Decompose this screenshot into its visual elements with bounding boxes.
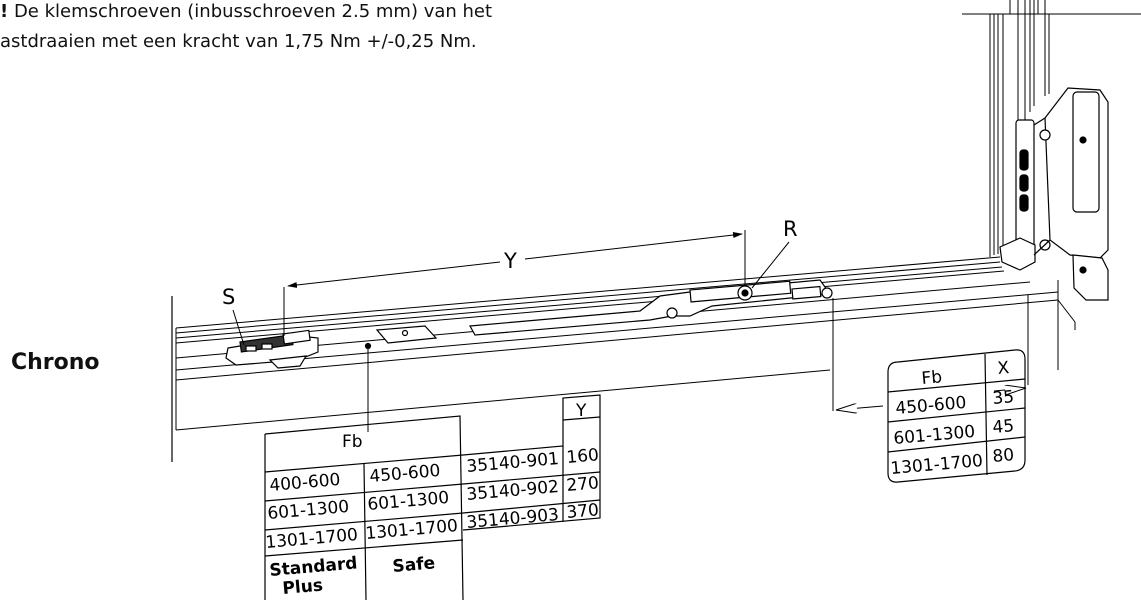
instruction-line-1: ! De klemschroeven (inbusschroeven 2.5 m… bbox=[0, 0, 700, 27]
y-table-cell-part-2: 35140-902 bbox=[466, 477, 560, 505]
x-table-x-header: X bbox=[997, 358, 1011, 379]
y-table-y-header: Y bbox=[575, 401, 587, 421]
callout-r-label: R bbox=[783, 217, 798, 241]
x-table bbox=[887, 349, 1026, 483]
dimension-y-label: Y bbox=[503, 249, 517, 273]
x-table-cell-x-3: 80 bbox=[992, 445, 1015, 467]
warning-mark: ! bbox=[0, 1, 9, 22]
callout-s-leader bbox=[232, 309, 245, 346]
x-table-cell-x-2: 45 bbox=[992, 416, 1015, 438]
frame-profile bbox=[962, 0, 1141, 257]
x-table-fb-header: Fb bbox=[921, 367, 943, 389]
instruction-note: ! De klemschroeven (inbusschroeven 2.5 m… bbox=[0, 0, 700, 57]
hinge bbox=[999, 87, 1109, 301]
instruction-line-2: astdraaien met een kracht van 1,75 Nm +/… bbox=[0, 31, 477, 52]
y-table-cell-safe-1: 450-600 bbox=[369, 461, 442, 487]
y-table-cell-std-2: 601-1300 bbox=[267, 497, 350, 524]
callout-s-label: S bbox=[222, 285, 235, 309]
x-table-cell-fb-2: 601-1300 bbox=[893, 422, 976, 449]
mounting-plate bbox=[364, 325, 438, 350]
y-table-cell-y-2: 270 bbox=[566, 473, 600, 496]
y-table-variant-plus: Plus bbox=[282, 576, 324, 599]
keeper-s bbox=[225, 329, 319, 369]
y-table-cell-y-3: 370 bbox=[566, 500, 600, 523]
lock-rail bbox=[469, 279, 833, 336]
dimension-y bbox=[283, 230, 746, 336]
y-table-cell-safe-2: 601-1300 bbox=[367, 488, 450, 515]
callout-r-leader bbox=[751, 241, 790, 289]
x-table-cell-x-1: 35 bbox=[992, 387, 1015, 409]
instruction-text-1: De klemschroeven (inbusschroeven 2.5 mm)… bbox=[8, 1, 493, 22]
product-label: Chrono bbox=[11, 350, 100, 375]
y-table-cell-part-3: 35140-903 bbox=[466, 505, 560, 533]
y-table-cell-std-1: 400-600 bbox=[269, 470, 342, 496]
y-table-fb-header: Fb bbox=[342, 432, 363, 452]
y-table-cell-y-1: 160 bbox=[566, 445, 600, 468]
y-table bbox=[264, 394, 601, 600]
y-table-variant-safe: Safe bbox=[392, 553, 436, 577]
dimension-x bbox=[832, 295, 1029, 411]
